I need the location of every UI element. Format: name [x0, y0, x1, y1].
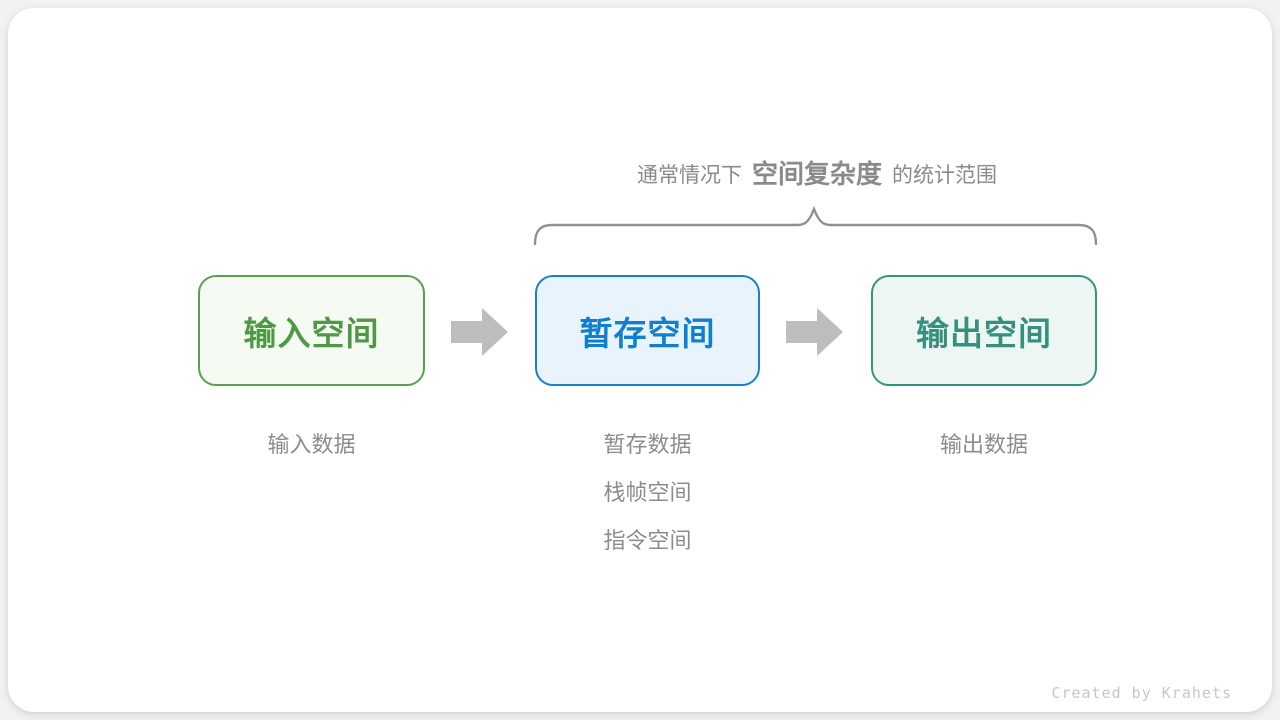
note-line: 指令空间 [603, 528, 692, 553]
note-line: 输入数据 [267, 432, 356, 457]
note-line: 暂存数据 [603, 432, 692, 457]
output-space-notes: 输出数据 [871, 421, 1097, 469]
diagram-card: 通常情况下空间复杂度的统计范围 输入空间 暂存空间 输出空间 输入数据 暂存数据… [8, 8, 1272, 712]
right-arrow-icon [451, 308, 508, 356]
right-arrow-icon [786, 308, 843, 356]
input-space-label: 输入空间 [243, 314, 380, 352]
temporary-space-notes: 暂存数据 栈帧空间 指令空间 [535, 421, 760, 565]
note-line: 栈帧空间 [603, 480, 692, 505]
output-space-label: 输出空间 [916, 314, 1052, 352]
temporary-space-label: 暂存空间 [579, 314, 716, 352]
scope-caption: 通常情况下空间复杂度的统计范围 [536, 156, 1098, 194]
caption-prefix: 通常情况下 [636, 164, 742, 187]
credit-text: Created by Krahets [1051, 684, 1232, 702]
caption-highlight: 空间复杂度 [751, 159, 882, 189]
output-space-box: 输出空间 [871, 275, 1097, 386]
note-line: 输出数据 [939, 432, 1028, 457]
input-space-box: 输入空间 [198, 275, 425, 386]
input-space-notes: 输入数据 [198, 421, 425, 469]
curly-brace-icon [533, 205, 1098, 246]
temporary-space-box: 暂存空间 [535, 275, 760, 386]
caption-suffix: 的统计范围 [892, 164, 997, 187]
